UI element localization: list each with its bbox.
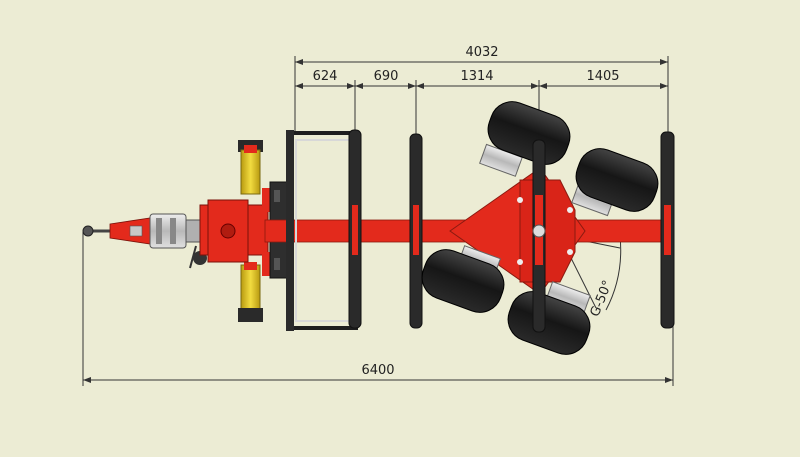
dim-overall-top: 4032 bbox=[465, 45, 498, 60]
angle-arc bbox=[605, 235, 622, 311]
dim-seg-2: 690 bbox=[374, 69, 399, 84]
dimension-arrowheads bbox=[83, 59, 673, 383]
dim-overall-bottom: 6400 bbox=[361, 363, 394, 378]
drawbar-hitch bbox=[82, 213, 207, 269]
rear-bogie bbox=[421, 101, 659, 355]
stakes bbox=[348, 129, 675, 329]
dim-seg-3: 1314 bbox=[460, 69, 493, 84]
front-turntable bbox=[199, 140, 293, 322]
dim-seg-4: 1405 bbox=[586, 69, 619, 84]
dim-seg-1: 624 bbox=[313, 69, 338, 84]
